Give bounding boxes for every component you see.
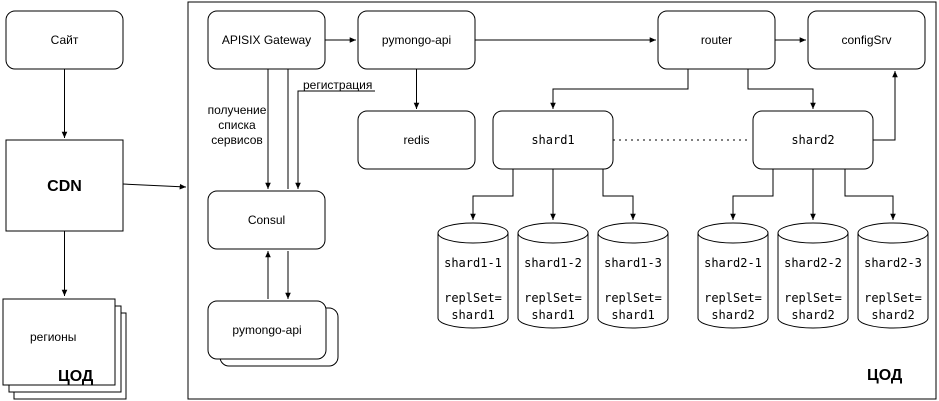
edge-shard1-r3 xyxy=(602,169,636,220)
replica-name: shard2-2 xyxy=(784,256,842,270)
site-node[interactable]: Сайт xyxy=(5,10,124,70)
cdn-node[interactable]: CDN xyxy=(5,139,124,232)
site-label: Сайт xyxy=(51,33,79,47)
edge-shard2-r1 xyxy=(730,169,774,220)
router-node[interactable]: router xyxy=(657,10,776,70)
replica-replset-label: replSet= xyxy=(784,291,842,305)
consul-node[interactable]: Consul xyxy=(207,190,326,250)
replica-replset-value: shard2 xyxy=(871,308,914,322)
regions-stack[interactable]: регионы ЦОД xyxy=(2,298,127,400)
gateway-node[interactable]: APISIX Gateway xyxy=(207,10,326,70)
replica-shard1-3[interactable]: shard1-3 replSet= shard1 xyxy=(597,222,669,329)
replica-replset-label: replSet= xyxy=(704,291,762,305)
edge-shard1-r1 xyxy=(470,169,514,220)
replica-replset-label: replSet= xyxy=(444,291,502,305)
replica-shard1-1[interactable]: shard1-1 replSet= shard1 xyxy=(437,222,509,329)
gateway-label: APISIX Gateway xyxy=(222,33,311,47)
redis-node[interactable]: redis xyxy=(357,110,476,170)
configsrv-label: configSrv xyxy=(841,33,891,47)
pymongo-api-bottom-stack[interactable]: pymongo-api xyxy=(207,300,339,367)
redis-label: redis xyxy=(403,133,429,147)
replica-name: shard2-1 xyxy=(704,256,762,270)
replica-name: shard1-2 xyxy=(524,256,582,270)
replica-shard2-2[interactable]: shard2-2 replSet= shard2 xyxy=(777,222,849,329)
pymongo-api-bottom-label: pymongo-api xyxy=(232,323,301,337)
configsrv-node[interactable]: configSrv xyxy=(807,10,926,70)
edge-shard2-configsrv xyxy=(873,71,898,141)
replica-replset-value: shard1 xyxy=(451,308,494,322)
edge-registration xyxy=(295,90,375,189)
edge-router-shard2 xyxy=(747,69,816,109)
tsod-right-label: ЦОД xyxy=(867,367,903,384)
replica-replset-label: replSet= xyxy=(524,291,582,305)
pymongo-api-top-node[interactable]: pymongo-api xyxy=(357,10,476,70)
replica-replset-value: shard1 xyxy=(531,308,574,322)
consul-label: Consul xyxy=(248,213,285,227)
cdn-label: CDN xyxy=(47,178,82,195)
replica-name: shard2-3 xyxy=(864,256,922,270)
replica-shard2-3[interactable]: shard2-3 replSet= shard2 xyxy=(857,222,929,329)
edge-router-shard1 xyxy=(550,69,689,109)
edge-cdn-datacenter xyxy=(122,183,187,190)
edge-label-discovery-2: списка xyxy=(218,118,256,132)
replica-name: shard1-1 xyxy=(444,256,502,270)
shard1-node[interactable]: shard1 xyxy=(492,110,614,170)
replica-replset-label: replSet= xyxy=(604,291,662,305)
replica-name: shard1-3 xyxy=(604,256,662,270)
replica-replset-label: replSet= xyxy=(864,291,922,305)
pymongo-api-top-label: pymongo-api xyxy=(382,33,451,47)
router-label: router xyxy=(701,33,732,47)
shard2-label: shard2 xyxy=(791,133,834,147)
shard1-label: shard1 xyxy=(531,133,574,147)
replica-replset-value: shard2 xyxy=(791,308,834,322)
replica-shard1-2[interactable]: shard1-2 replSet= shard1 xyxy=(517,222,589,329)
edge-label-discovery-1: получение xyxy=(208,103,267,117)
edge-label-discovery-3: сервисов xyxy=(211,133,263,147)
edge-label-registration: регистрация xyxy=(303,78,372,92)
edge-shard2-r3 xyxy=(844,169,896,220)
tsod-left-label: ЦОД xyxy=(58,368,94,385)
replica-shard2-1[interactable]: shard2-1 replSet= shard2 xyxy=(697,222,769,329)
replica-replset-value: shard1 xyxy=(611,308,654,322)
shard2-node[interactable]: shard2 xyxy=(752,110,874,170)
regions-label: регионы xyxy=(30,330,76,344)
replica-replset-value: shard2 xyxy=(711,308,754,322)
